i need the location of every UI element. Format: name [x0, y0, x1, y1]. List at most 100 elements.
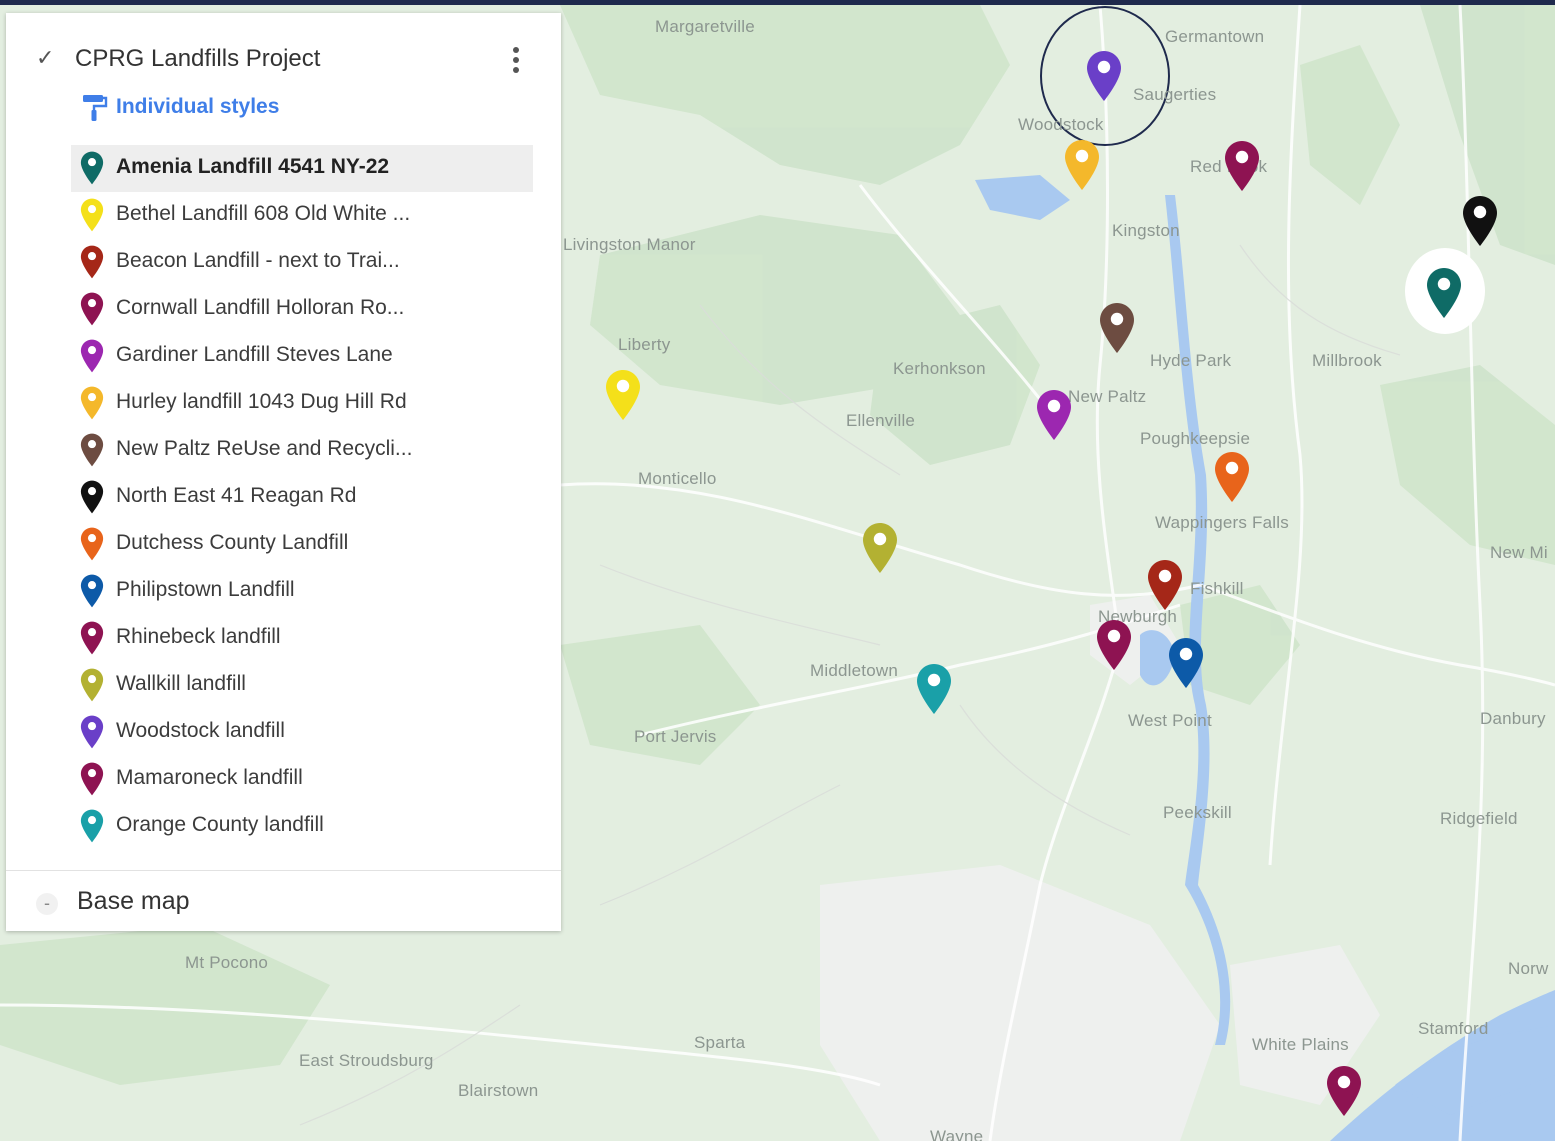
place-label: Mt Pocono — [185, 953, 269, 972]
map-marker-pin-icon[interactable] — [1147, 559, 1183, 611]
map-pin-icon — [80, 198, 104, 232]
place-label: Hyde Park — [1150, 351, 1232, 370]
feature-label: Philipstown Landfill — [116, 578, 295, 601]
panel-divider — [6, 870, 561, 871]
feature-label: Gardiner Landfill Steves Lane — [116, 343, 393, 366]
place-label: Kerhonkson — [893, 359, 986, 378]
feature-label: Dutchess County Landfill — [116, 531, 349, 554]
map-marker-pin-icon[interactable] — [1462, 195, 1498, 247]
feature-list-item[interactable]: Cornwall Landfill Holloran Ro... — [71, 286, 533, 333]
place-label: Poughkeepsie — [1140, 429, 1251, 448]
highlight-circle — [1040, 6, 1170, 146]
feature-label: Mamaroneck landfill — [116, 766, 303, 789]
map-pin-icon — [80, 292, 104, 326]
place-label: Blairstown — [458, 1081, 539, 1100]
map-pin-icon — [80, 480, 104, 514]
feature-list-item[interactable]: Dutchess County Landfill — [71, 521, 533, 568]
feature-label: Rhinebeck landfill — [116, 625, 281, 648]
feature-list-item[interactable]: Amenia Landfill 4541 NY-22 — [71, 145, 533, 192]
feature-list-item[interactable]: Wallkill landfill — [71, 662, 533, 709]
map-marker-pin-icon[interactable] — [1064, 139, 1100, 191]
individual-styles-label: Individual styles — [116, 95, 280, 118]
feature-label: Hurley landfill 1043 Dug Hill Rd — [116, 390, 407, 413]
feature-list-item[interactable]: North East 41 Reagan Rd — [71, 474, 533, 521]
place-label: Peekskill — [1163, 803, 1232, 822]
map-marker-pin-icon[interactable] — [1326, 1065, 1362, 1117]
feature-label: Wallkill landfill — [116, 672, 246, 695]
feature-label: New Paltz ReUse and Recycli... — [116, 437, 413, 460]
place-label: Saugerties — [1133, 85, 1217, 104]
place-label: Danbury — [1480, 709, 1546, 728]
feature-list-item[interactable]: Orange County landfill — [71, 803, 533, 850]
layer-header: ✓ CPRG Landfills Project — [6, 13, 561, 93]
map-canvas[interactable] — [0, 5, 1555, 1141]
layers-panel: ✓ CPRG Landfills Project Individual styl… — [6, 13, 561, 931]
map-pin-icon — [80, 527, 104, 561]
map-pin-icon — [80, 809, 104, 843]
map-pin-icon — [80, 245, 104, 279]
feature-list-item[interactable]: Bethel Landfill 608 Old White ... — [71, 192, 533, 239]
map-marker-pin-icon[interactable] — [605, 369, 641, 421]
base-map-label[interactable]: Base map — [77, 887, 190, 915]
map-pin-icon — [80, 668, 104, 702]
feature-label: Woodstock landfill — [116, 719, 285, 742]
feature-label: Cornwall Landfill Holloran Ro... — [116, 296, 405, 319]
feature-list-item[interactable]: Philipstown Landfill — [71, 568, 533, 615]
place-label: Port Jervis — [634, 727, 717, 746]
layer-title[interactable]: CPRG Landfills Project — [75, 45, 321, 72]
place-label: New Paltz — [1068, 387, 1147, 406]
place-label: Fishkill — [1190, 579, 1244, 598]
feature-list-item[interactable]: Rhinebeck landfill — [71, 615, 533, 662]
more-options-icon[interactable] — [504, 43, 528, 79]
feature-list-item[interactable]: Hurley landfill 1043 Dug Hill Rd — [71, 380, 533, 427]
place-label: Kingston — [1112, 221, 1180, 240]
feature-list-item[interactable]: Mamaroneck landfill — [71, 756, 533, 803]
map-marker-pin-icon[interactable] — [1086, 50, 1122, 102]
place-label: West Point — [1128, 711, 1212, 730]
map-marker-pin-icon[interactable] — [1426, 267, 1462, 319]
map-pin-icon — [80, 151, 104, 185]
place-label: Norw — [1508, 959, 1549, 978]
place-label: Stamford — [1418, 1019, 1489, 1038]
place-label: White Plains — [1252, 1035, 1349, 1054]
place-label: Monticello — [638, 469, 717, 488]
feature-label: Bethel Landfill 608 Old White ... — [116, 202, 411, 225]
map-marker-pin-icon[interactable] — [1036, 389, 1072, 441]
layer-visibility-checkbox[interactable]: ✓ — [36, 45, 55, 70]
map-pin-icon — [80, 386, 104, 420]
place-label: Germantown — [1165, 27, 1265, 46]
map-marker-pin-icon[interactable] — [916, 663, 952, 715]
place-label: Margaretville — [655, 17, 755, 36]
feature-list-item[interactable]: New Paltz ReUse and Recycli... — [71, 427, 533, 474]
place-label: Millbrook — [1312, 351, 1382, 370]
map-marker-pin-icon[interactable] — [1224, 140, 1260, 192]
place-label: Livingston Manor — [563, 235, 696, 254]
base-map-expand-icon[interactable]: - — [36, 893, 58, 915]
map-pin-icon — [80, 574, 104, 608]
map-marker-pin-icon[interactable] — [1168, 637, 1204, 689]
place-label: Woodstock — [1018, 115, 1104, 134]
map-pin-icon — [80, 621, 104, 655]
feature-label: Beacon Landfill - next to Trai... — [116, 249, 400, 272]
feature-list-item[interactable]: Woodstock landfill — [71, 709, 533, 756]
map-marker-pin-icon[interactable] — [1214, 451, 1250, 503]
map-pin-icon — [80, 433, 104, 467]
feature-list-item[interactable]: Beacon Landfill - next to Trai... — [71, 239, 533, 286]
place-label: Wayne — [930, 1127, 984, 1141]
map-marker-pin-icon[interactable] — [1096, 619, 1132, 671]
feature-list-item[interactable]: Gardiner Landfill Steves Lane — [71, 333, 533, 380]
map-pin-icon — [80, 339, 104, 373]
place-label: Ellenville — [846, 411, 916, 430]
map-pin-icon — [80, 762, 104, 796]
feature-label: Orange County landfill — [116, 813, 324, 836]
map-marker-pin-icon[interactable] — [862, 522, 898, 574]
paint-roller-icon — [83, 95, 108, 121]
feature-label: North East 41 Reagan Rd — [116, 484, 357, 507]
feature-label: Amenia Landfill 4541 NY-22 — [116, 155, 390, 178]
place-label: East Stroudsburg — [299, 1051, 434, 1070]
place-label: Middletown — [810, 661, 898, 680]
map-pin-icon — [80, 715, 104, 749]
map-marker-pin-icon[interactable] — [1099, 302, 1135, 354]
place-label: Wappingers Falls — [1155, 513, 1289, 532]
